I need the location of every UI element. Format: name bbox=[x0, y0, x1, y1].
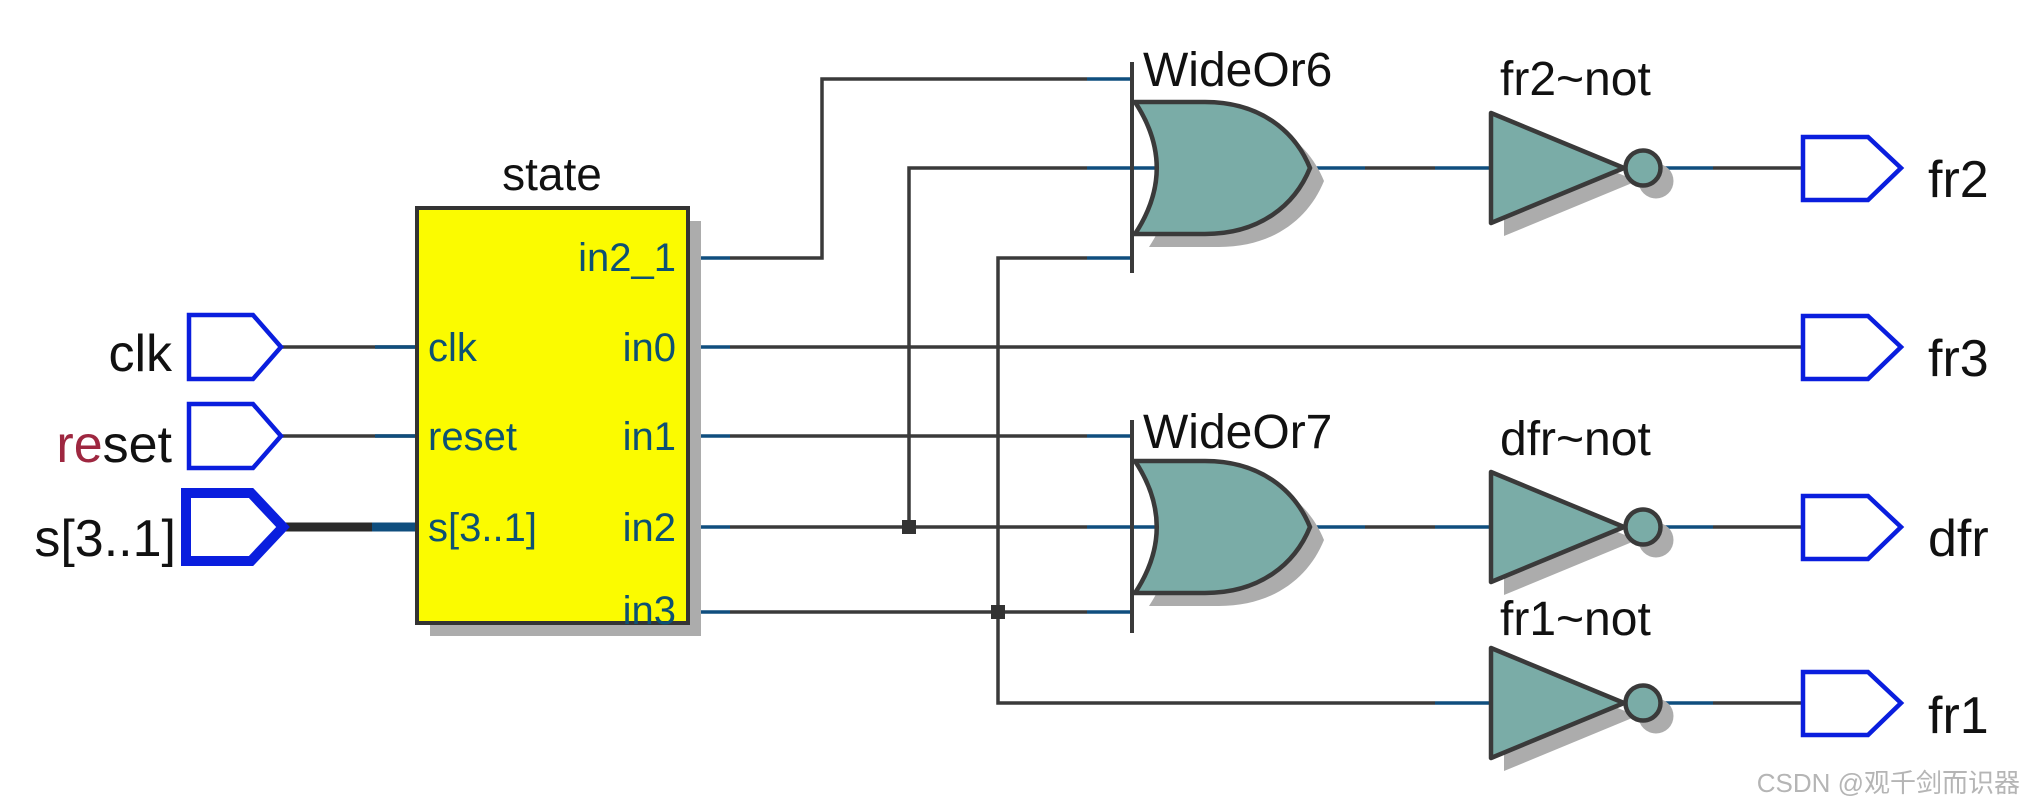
output-pin-fr2-shape[interactable] bbox=[1800, 134, 1905, 203]
wire-branch-to-wideor6[interactable] bbox=[907, 166, 1087, 527]
or-gate-wideor6[interactable]: WideOr6 bbox=[1130, 44, 1332, 273]
net-in3[interactable] bbox=[688, 256, 1491, 705]
input-pin-clk-shape[interactable] bbox=[186, 312, 284, 382]
input-pin-reset-label: reset bbox=[56, 416, 172, 474]
not-gate-triangle[interactable] bbox=[1488, 645, 1627, 761]
port-label-reset: reset bbox=[428, 415, 517, 459]
output-pin-fr3[interactable]: fr3 bbox=[1800, 313, 1989, 388]
not-gate-bubble[interactable] bbox=[1623, 148, 1663, 188]
port-label-in2: in2 bbox=[623, 506, 676, 550]
wire-segment[interactable] bbox=[730, 77, 1087, 260]
output-pin-dfr-shape[interactable] bbox=[1800, 493, 1905, 562]
input-pin-s-bus[interactable]: s[3..1] bbox=[34, 488, 290, 568]
input-pin-reset[interactable]: reset bbox=[56, 401, 284, 474]
output-pin-fr3-shape[interactable] bbox=[1800, 313, 1905, 382]
input-pin-s-bus-label: s[3..1] bbox=[34, 510, 176, 568]
state-block[interactable]: state clk reset s[3..1] in2_1 in0 in1 in… bbox=[415, 148, 701, 636]
not-gate-dfr-label: dfr~not bbox=[1500, 413, 1651, 466]
port-label-in2_1: in2_1 bbox=[578, 236, 676, 280]
output-pin-fr2-label: fr2 bbox=[1928, 151, 1989, 209]
wire-branch-to-wideor6[interactable] bbox=[996, 256, 1087, 612]
output-pin-fr1-shape[interactable] bbox=[1800, 669, 1905, 738]
output-pin-fr2[interactable]: fr2 bbox=[1800, 134, 1989, 209]
state-block-title: state bbox=[502, 148, 602, 200]
port-label-s: s[3..1] bbox=[428, 506, 537, 550]
input-pin-reset-label-black: set bbox=[103, 416, 173, 474]
port-label-in1: in1 bbox=[623, 415, 676, 459]
wire-branch-to-fr1not[interactable] bbox=[996, 612, 1435, 705]
net-in2[interactable] bbox=[688, 166, 1163, 534]
port-label-in3: in3 bbox=[623, 589, 676, 633]
or-gate-body[interactable] bbox=[1130, 458, 1313, 596]
net-junction bbox=[991, 605, 1005, 619]
not-gate-fr2-label: fr2~not bbox=[1500, 53, 1651, 106]
or-gate-wideor7-label: WideOr7 bbox=[1143, 406, 1332, 459]
input-pin-clk-label: clk bbox=[108, 325, 173, 383]
input-pin-clk[interactable]: clk bbox=[108, 312, 284, 383]
not-gate-dfr[interactable]: dfr~not bbox=[1488, 413, 1674, 595]
output-pin-fr1-label: fr1 bbox=[1928, 687, 1989, 745]
or-gate-wideor6-label: WideOr6 bbox=[1143, 44, 1332, 97]
output-pin-fr3-label: fr3 bbox=[1928, 330, 1989, 388]
output-pin-fr1[interactable]: fr1 bbox=[1800, 669, 1989, 745]
not-gate-triangle[interactable] bbox=[1488, 110, 1627, 226]
net-junction bbox=[902, 520, 916, 534]
input-pin-reset-label-red: re bbox=[56, 416, 102, 474]
or-gate-wideor7[interactable]: WideOr7 bbox=[1130, 406, 1332, 633]
watermark: CSDN @观千剑而识器 bbox=[1757, 768, 2020, 798]
not-gate-fr2[interactable]: fr2~not bbox=[1488, 53, 1674, 236]
not-gate-fr1[interactable]: fr1~not bbox=[1488, 593, 1674, 771]
not-gate-bubble[interactable] bbox=[1623, 683, 1663, 723]
not-gate-triangle[interactable] bbox=[1488, 469, 1627, 585]
state-block-body[interactable] bbox=[415, 206, 690, 625]
output-pin-dfr-label: dfr bbox=[1928, 510, 1989, 568]
input-pin-s-bus-shape[interactable] bbox=[181, 488, 290, 566]
input-pin-reset-shape[interactable] bbox=[186, 401, 284, 471]
not-gate-bubble[interactable] bbox=[1623, 507, 1663, 547]
not-gate-fr1-label: fr1~not bbox=[1500, 593, 1651, 646]
port-label-clk: clk bbox=[428, 326, 478, 370]
port-label-in0: in0 bbox=[623, 326, 676, 370]
or-gate-body[interactable] bbox=[1130, 99, 1313, 237]
output-pin-dfr[interactable]: dfr bbox=[1800, 493, 1989, 568]
